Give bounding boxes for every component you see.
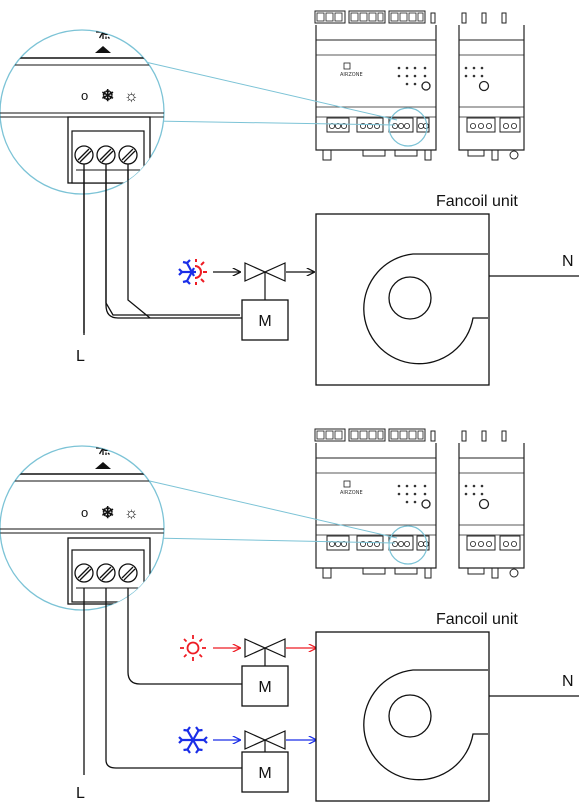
fancoil-unit-top: Fancoil unit N <box>315 193 579 386</box>
terminal-zoom-top: o ❄ ☼ <box>0 29 165 195</box>
line-label-bottom: L <box>76 785 85 802</box>
two-way-valve-icon <box>244 638 286 666</box>
terminal-symbol-heat: ☼ <box>124 505 139 522</box>
fancoil-unit-bottom: Fancoil unit N <box>315 611 579 802</box>
centrifugal-fan-icon <box>363 669 488 781</box>
module-brand: AIRZONE <box>340 490 363 496</box>
snowflake-sun-icon <box>178 259 207 285</box>
diagram-top: AIRZONE o ❄ <box>0 9 579 386</box>
terminal-zoom-bottom: o ❄ ☼ <box>0 445 165 611</box>
terminal-symbol-neutral: o <box>81 505 88 520</box>
motor-label: M <box>258 313 271 330</box>
controller-module-top: AIRZONE <box>312 9 525 163</box>
neutral-label-top: N <box>562 253 574 270</box>
centrifugal-fan-icon <box>363 253 488 365</box>
fancoil-label: Fancoil unit <box>436 193 518 210</box>
terminal-symbol-heat: ☼ <box>124 88 139 105</box>
snowflake-icon <box>178 726 208 754</box>
neutral-label-bottom: N <box>562 673 574 690</box>
terminal-symbol-cold: ❄ <box>101 88 114 105</box>
valve-motor-hot: M <box>241 665 289 707</box>
diagram-bottom: AIRZONE o ❄ ☼ <box>0 427 579 802</box>
module-brand: AIRZONE <box>340 72 363 78</box>
line-label-top: L <box>76 348 85 365</box>
valve-motor-cold: M <box>241 751 289 793</box>
terminal-symbol-cold: ❄ <box>101 505 114 522</box>
motor-label: M <box>258 765 271 782</box>
two-way-valve-icon <box>244 262 286 300</box>
fancoil-label: Fancoil unit <box>436 611 518 628</box>
controller-module-bottom: AIRZONE <box>312 427 525 581</box>
sun-icon <box>180 635 206 661</box>
two-way-valve-icon <box>244 730 286 752</box>
motor-label: M <box>258 679 271 696</box>
valve-motor-top: M <box>241 299 289 341</box>
terminal-symbol-neutral: o <box>81 88 88 103</box>
